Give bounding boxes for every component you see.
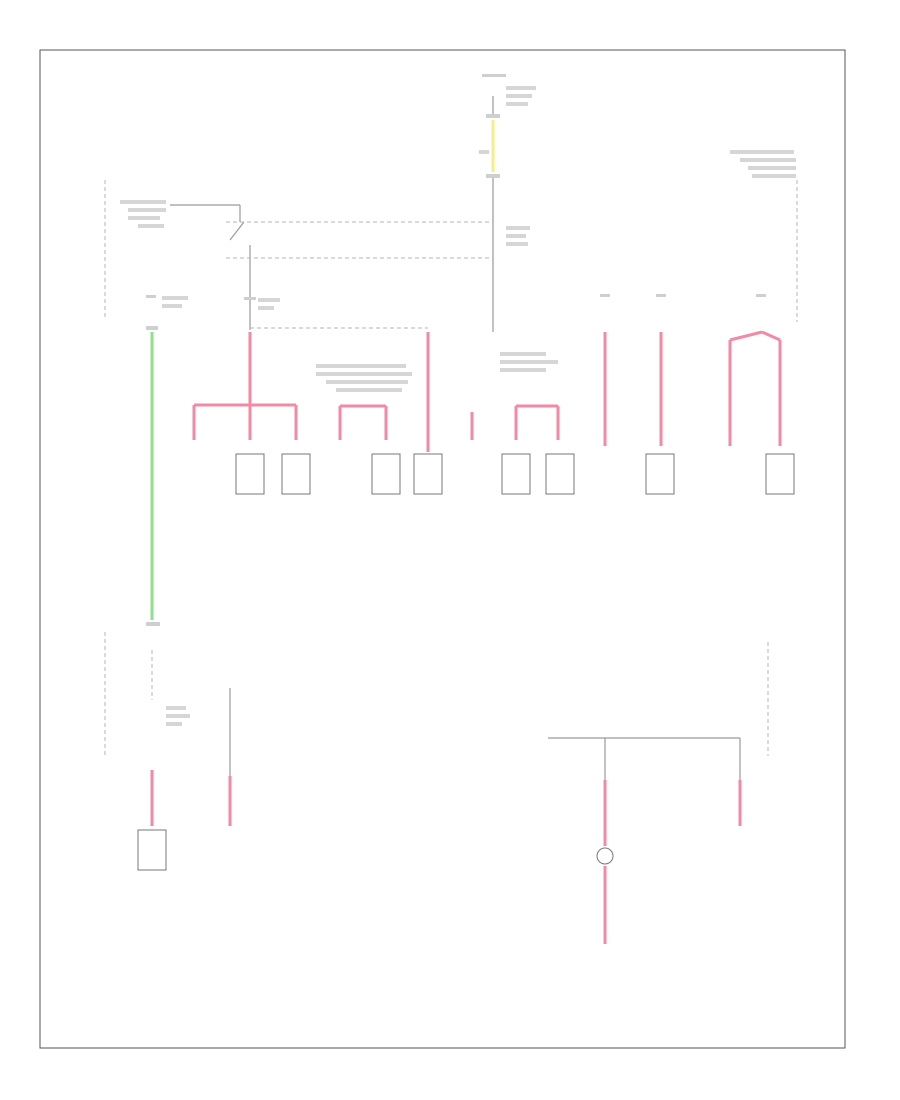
connector-c13 <box>765 453 795 495</box>
connector-c3 <box>281 453 311 495</box>
lower-left-circuits <box>137 688 232 871</box>
fuse-branch-right <box>600 150 796 446</box>
connector-c1 <box>137 829 167 871</box>
fuse-branch-left <box>192 297 298 440</box>
lower-right-circuits <box>548 737 742 944</box>
battery-feed <box>479 74 536 332</box>
fuse-branch-center-left <box>316 332 474 452</box>
connector-c5 <box>371 453 401 495</box>
connector-c2 <box>235 453 265 495</box>
ignition-feed-left <box>146 295 190 726</box>
connector-row-top <box>235 453 795 495</box>
connector-c6 <box>413 453 443 495</box>
sensor-element <box>596 847 614 865</box>
connector-c8 <box>501 453 531 495</box>
connector-c11 <box>645 453 675 495</box>
connector-c9 <box>545 453 575 495</box>
fuse-branch-center-right <box>500 352 560 440</box>
diagram-frame <box>39 49 846 1049</box>
ignition-switch <box>120 200 493 330</box>
